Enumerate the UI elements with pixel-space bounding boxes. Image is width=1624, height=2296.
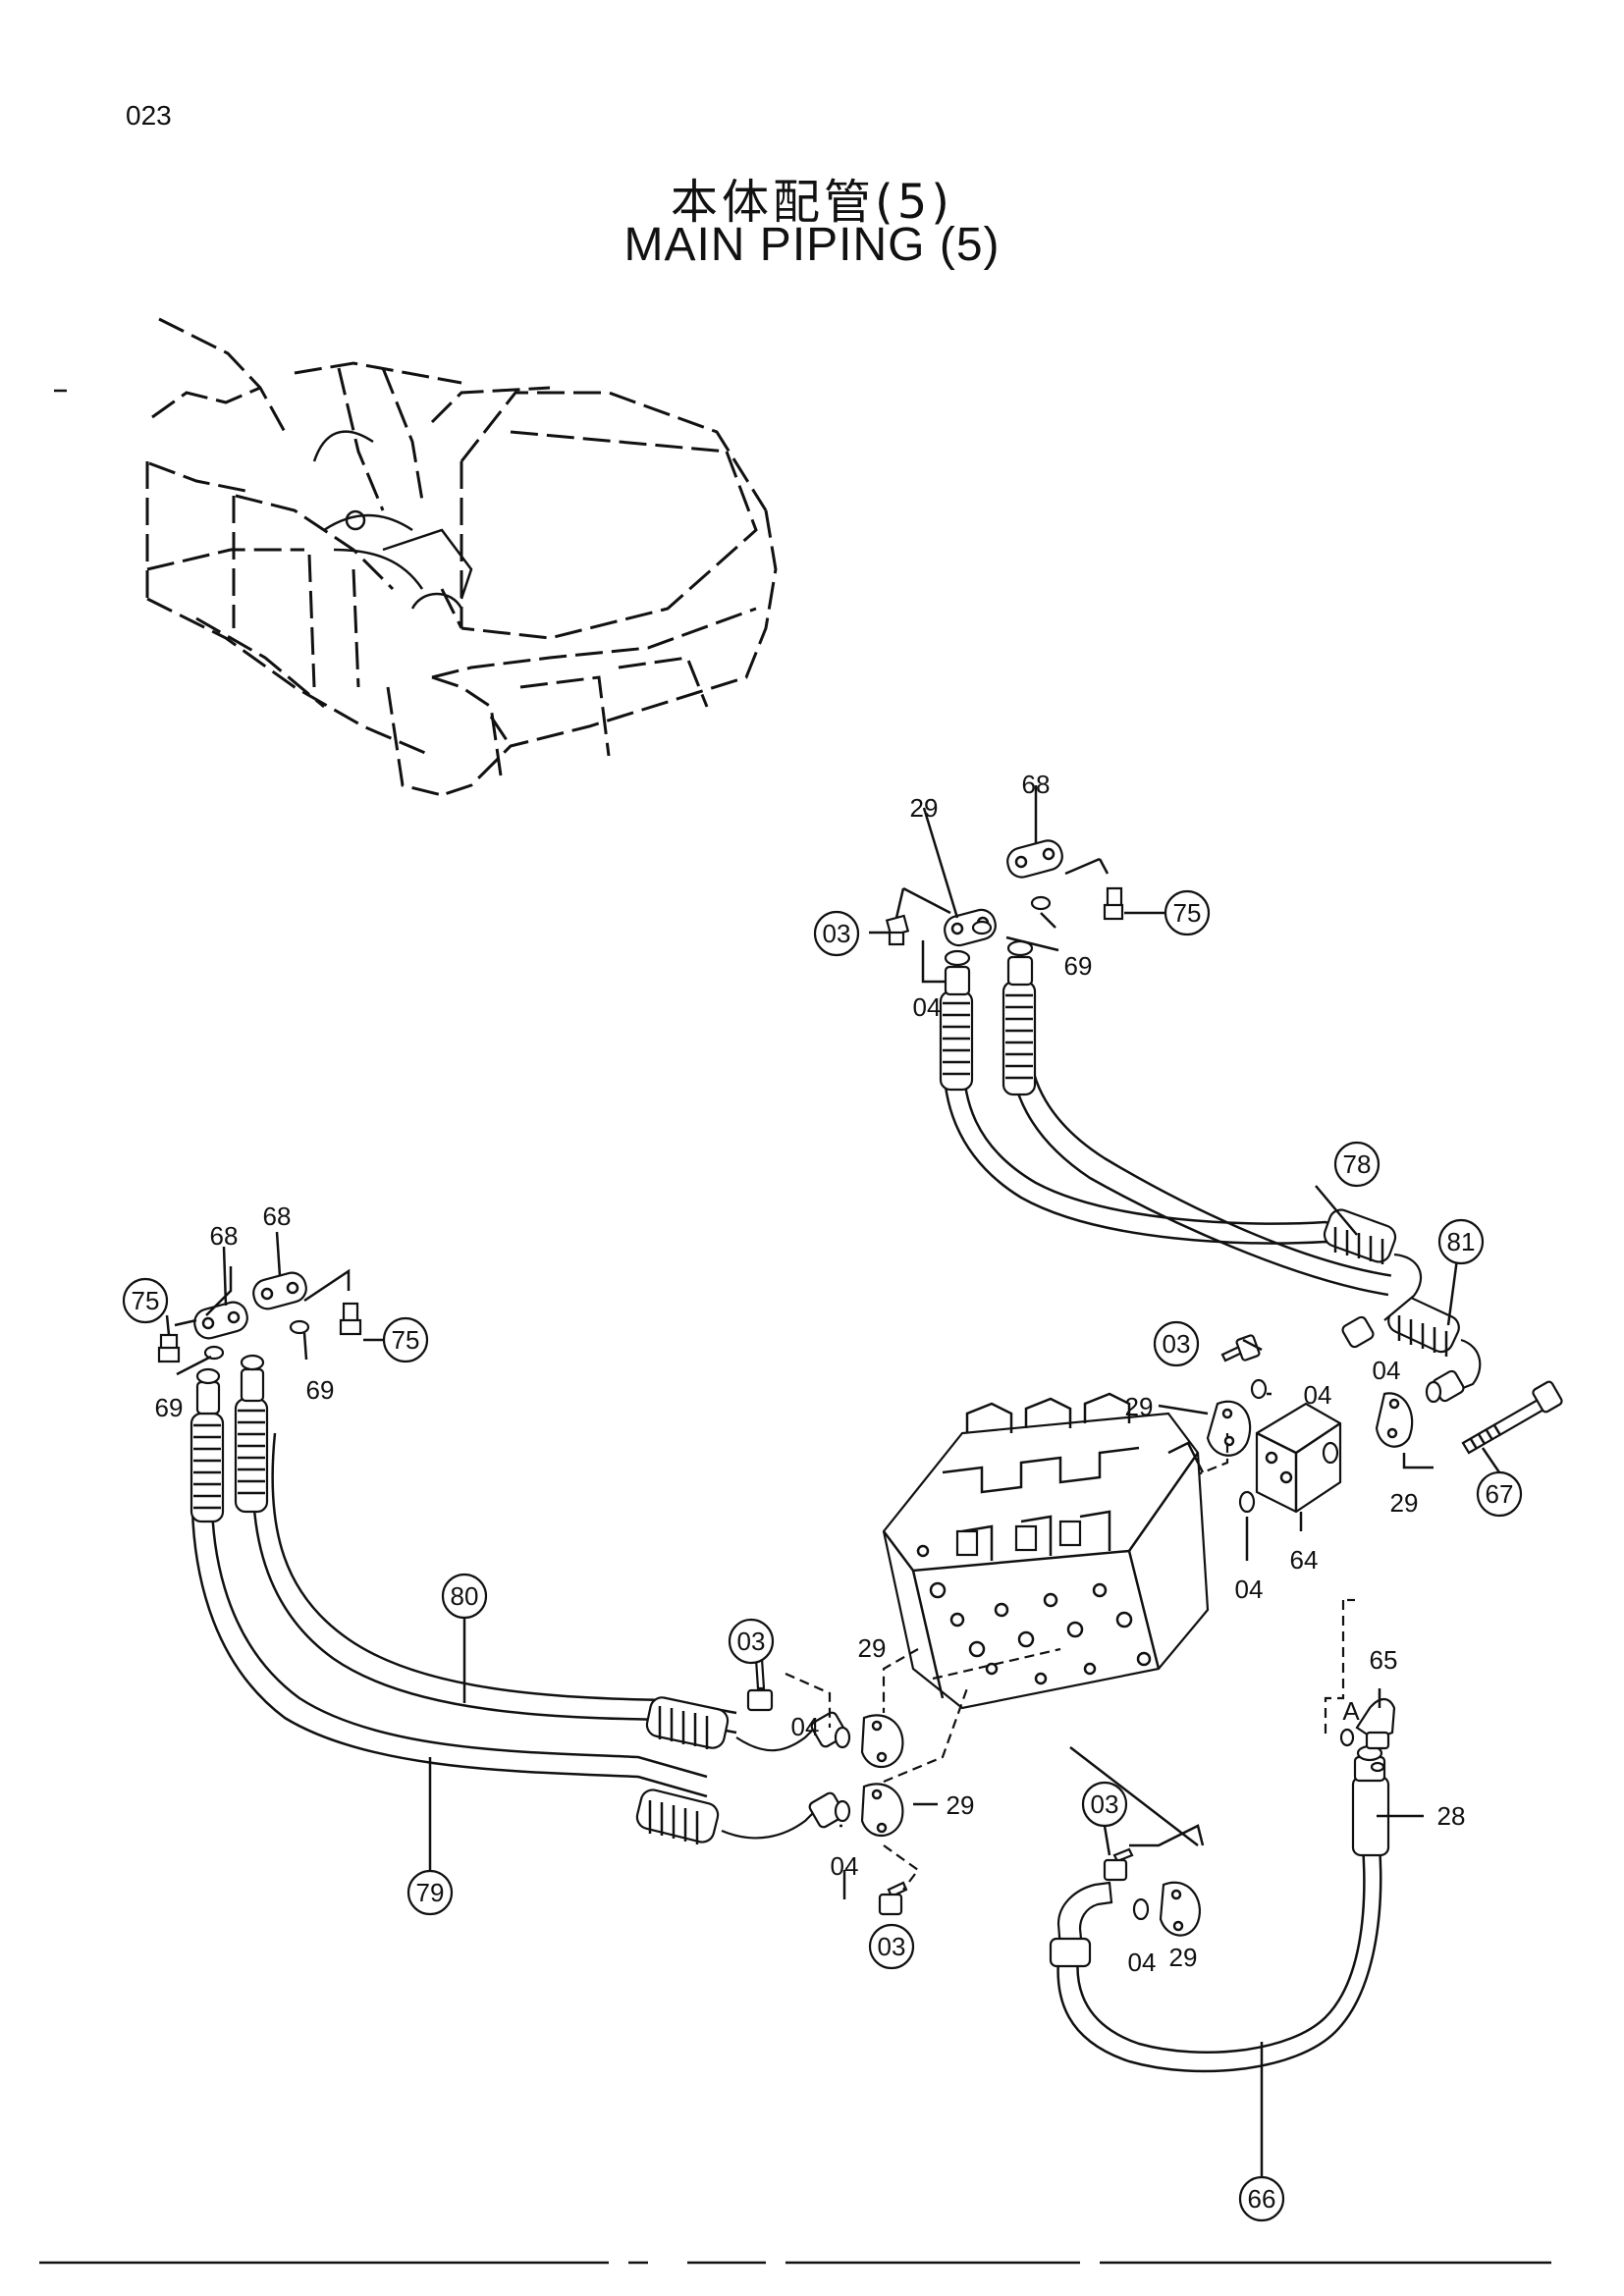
flange-parts-left — [157, 1266, 362, 1363]
callout-68: 68 — [263, 1201, 292, 1231]
bolt-03-right — [1220, 1334, 1261, 1362]
hose-66 — [1049, 1744, 1390, 2073]
callout-04: 04 — [1128, 1948, 1157, 1977]
callout-circles — [122, 889, 1523, 2222]
callout-03: 03 — [1163, 1329, 1191, 1359]
callout-04: 04 — [791, 1712, 820, 1741]
callout-66: 66 — [1248, 2184, 1276, 2214]
leader-dashed-left-5 — [883, 1687, 969, 1784]
callout-75: 75 — [1173, 898, 1202, 928]
callout-A: A — [1342, 1696, 1360, 1726]
callout-78: 78 — [1343, 1149, 1372, 1179]
callout-03: 03 — [1091, 1789, 1119, 1819]
callout-29: 29 — [947, 1790, 975, 1820]
leader-dashed-left-2 — [882, 1648, 919, 1713]
hose-sleeves-left — [189, 1354, 847, 1844]
bolt-67 — [1461, 1380, 1563, 1455]
callout-68: 68 — [1022, 770, 1051, 799]
leader-dashed-left-1 — [785, 1672, 832, 1728]
leader-valve-lower — [1069, 1746, 1199, 1846]
callout-04: 04 — [1373, 1356, 1401, 1385]
leader-dashed-left-3 — [932, 1647, 1061, 1681]
callout-75: 75 — [132, 1286, 160, 1315]
callout-04: 04 — [913, 992, 942, 1022]
adapter-block-64 — [1238, 1402, 1342, 1514]
elbow-fitting-65 — [1339, 1697, 1396, 1773]
callout-04: 04 — [831, 1851, 859, 1881]
callout-69: 69 — [306, 1375, 335, 1405]
callout-03: 03 — [823, 919, 851, 948]
title-japanese: 本体配管(5) — [671, 175, 953, 230]
callout-80: 80 — [451, 1581, 479, 1611]
callout-03: 03 — [737, 1627, 766, 1656]
callout-29: 29 — [1169, 1943, 1198, 1972]
callout-29: 29 — [1390, 1488, 1419, 1518]
callout-29: 29 — [858, 1633, 887, 1663]
callout-68: 68 — [210, 1221, 239, 1251]
callout-04: 04 — [1304, 1380, 1332, 1410]
callout-29: 29 — [1125, 1392, 1154, 1421]
callout-64: 64 — [1290, 1545, 1319, 1575]
callout-67: 67 — [1486, 1479, 1514, 1509]
leader-lines — [165, 785, 1501, 2199]
callout-29: 29 — [910, 793, 939, 823]
callout-65: 65 — [1370, 1645, 1398, 1675]
flange-29-right — [1206, 1378, 1442, 1457]
callout-75: 75 — [392, 1325, 420, 1355]
leader-dashed-65 — [1324, 1600, 1345, 1737]
callout-labels: 29 68 03 75 69 04 78 81 03 04 04 29 67 2… — [132, 770, 1514, 2214]
bolts-03-left — [746, 1657, 1134, 1916]
callout-81: 81 — [1447, 1227, 1476, 1256]
machine-overview-drawing — [54, 317, 778, 797]
callout-03: 03 — [878, 1932, 906, 1961]
hose-78 — [943, 1035, 1356, 1254]
title-english: MAIN PIPING (5) — [623, 219, 1001, 271]
callout-69: 69 — [155, 1393, 184, 1422]
hose-sleeves-upper — [939, 939, 1482, 1403]
flange-parts-upper — [885, 839, 1124, 984]
leader-29-right — [1402, 1453, 1434, 1469]
callout-79: 79 — [416, 1878, 445, 1907]
callout-04: 04 — [1235, 1575, 1264, 1604]
hose-79 — [190, 1432, 708, 1798]
control-valve — [882, 1392, 1210, 1710]
callout-69: 69 — [1064, 951, 1093, 981]
leader-29-lower — [1129, 1824, 1205, 1847]
callout-28: 28 — [1437, 1801, 1466, 1831]
flange-29-left — [834, 1714, 1201, 1937]
page-number: 023 — [126, 100, 172, 131]
hose-80 — [251, 1432, 737, 1735]
